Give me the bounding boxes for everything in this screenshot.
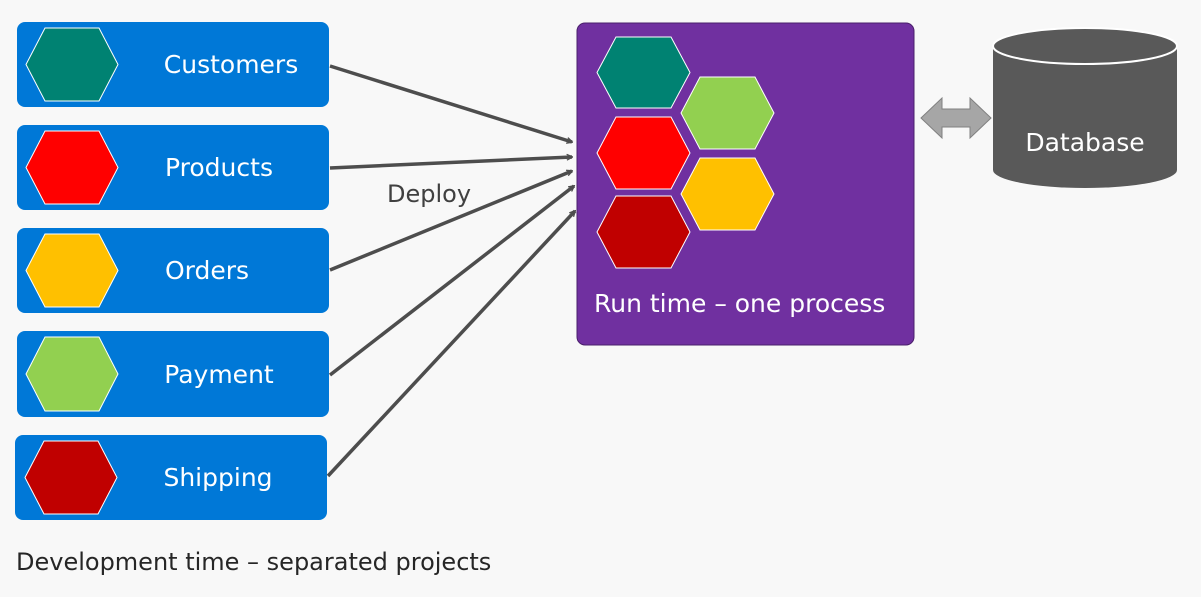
database: Database [992, 27, 1178, 188]
module-orders: Orders [17, 228, 329, 313]
caption: Development time – separated projects [16, 548, 491, 576]
module-label: Orders [165, 256, 249, 285]
runtime-label: Run time – one process [594, 289, 885, 318]
deploy-arrows [326, 64, 575, 478]
deploy-arrow [329, 64, 572, 142]
deploy-label: Deploy [387, 180, 471, 208]
module-customers: Customers [17, 22, 329, 107]
module-label: Shipping [163, 463, 272, 492]
hexagon-icon [25, 130, 119, 205]
hexagon-products-icon [596, 116, 691, 190]
hexagon-icon [25, 233, 119, 308]
database-cylinder-top [992, 27, 1178, 65]
hexagon-customers-icon [596, 36, 691, 109]
hexagon-icon [25, 27, 119, 102]
bidirectional-arrow-icon [920, 96, 992, 140]
hexagon-payment-icon [680, 76, 775, 150]
deploy-arrow [329, 169, 572, 272]
deploy-arrow [328, 184, 574, 377]
database-label: Database [1025, 128, 1144, 157]
deploy-arrow [326, 211, 575, 478]
hexagon-icon [24, 440, 118, 515]
database-cylinder-body [993, 46, 1177, 188]
module-label: Products [165, 153, 273, 182]
hexagon-orders-icon [680, 157, 775, 231]
module-shipping: Shipping [15, 435, 327, 520]
runtime-process: Run time – one process [576, 22, 915, 346]
module-products: Products [17, 125, 329, 210]
module-payment: Payment [17, 331, 329, 417]
deploy-arrow [329, 157, 572, 170]
hexagon-shipping-icon [596, 195, 691, 269]
module-label: Customers [164, 50, 298, 79]
module-label: Payment [164, 360, 274, 389]
hexagon-icon [25, 336, 119, 412]
